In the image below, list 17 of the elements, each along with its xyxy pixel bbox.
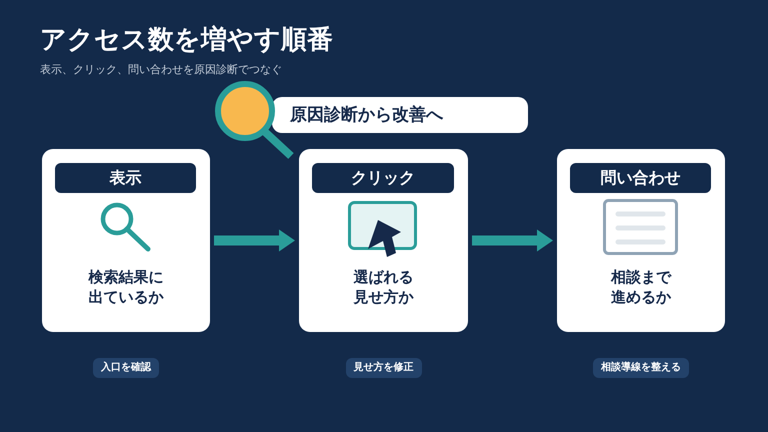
- header-bar: 表示: [55, 163, 196, 193]
- arrow: [472, 230, 553, 252]
- callout-box: 原因診断から改善へ: [272, 97, 528, 133]
- arrow: [214, 230, 295, 252]
- subtitle: 表示、クリック、問い合わせを原因診断でつなぐ: [40, 63, 282, 78]
- step-card: [299, 149, 468, 332]
- step-text: 相談まで進めるか: [610, 267, 672, 307]
- step-card: [557, 149, 725, 332]
- step-card: [42, 149, 210, 332]
- title: アクセス数を増やす順番: [40, 24, 333, 57]
- step-text: 検索結果に出ているか: [87, 267, 164, 307]
- caption-tag: 相談導線を整える: [593, 358, 689, 378]
- caption-tag: 入口を確認: [93, 358, 159, 378]
- caption-tag: 見せ方を修正: [346, 358, 422, 378]
- header-bar: 問い合わせ: [570, 163, 711, 193]
- step-text: 選ばれる見せ方か: [352, 267, 414, 307]
- header-bar: クリック: [312, 163, 454, 193]
